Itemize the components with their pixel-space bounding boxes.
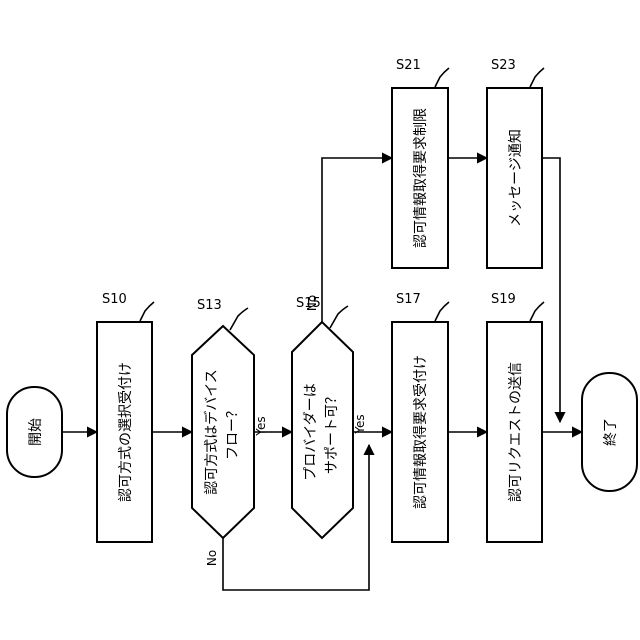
end-label: 終了 <box>603 418 619 446</box>
s23-step-label: S23 <box>491 58 516 73</box>
node-s21: 認可情報取得要求制限 S21 <box>392 58 449 268</box>
s17-leader <box>435 302 449 321</box>
node-s17: 認可情報取得要求受付け S17 <box>392 292 449 542</box>
s15-label-line1: プロバイダーは <box>303 383 319 480</box>
edge-s23-end <box>542 158 560 422</box>
s10-leader <box>140 302 154 321</box>
node-s19: 認可リクエストの送信 S19 <box>487 292 544 542</box>
s15-leader <box>330 306 348 328</box>
s10-step-label: S10 <box>102 292 127 307</box>
branch-label-s13-yes: Yes <box>254 416 268 436</box>
node-start: 開始 <box>7 387 62 477</box>
s13-label-line1: 認可方式はデバイス <box>203 369 220 495</box>
node-s23: メッセージ通知 S23 <box>487 58 544 268</box>
s15-decision-shape <box>292 322 353 538</box>
node-s13: 認可方式はデバイス フロー？ S13 <box>192 298 254 538</box>
s13-leader <box>230 308 248 330</box>
branch-label-s13-no: No <box>205 550 219 566</box>
s21-label: 認可情報取得要求制限 <box>412 108 429 248</box>
edge-s15-no <box>322 158 392 322</box>
s13-label-line2: フロー？ <box>225 404 241 460</box>
s13-decision-shape <box>192 326 254 538</box>
s15-label-line2: サポート可？ <box>324 390 340 474</box>
s21-leader <box>435 68 449 87</box>
s17-step-label: S17 <box>396 292 421 307</box>
s23-leader <box>530 68 544 87</box>
s17-label: 認可情報取得要求受付け <box>412 355 429 509</box>
s15-step-label: S15 <box>296 296 321 311</box>
node-s15: プロバイダーは サポート可？ S15 <box>292 296 353 538</box>
branch-label-s15-yes: Yes <box>353 414 367 434</box>
s19-step-label: S19 <box>491 292 516 307</box>
node-s10: 認可方式の選択受付け S10 <box>97 292 154 542</box>
s13-step-label: S13 <box>197 298 222 313</box>
s23-label: メッセージ通知 <box>507 129 524 227</box>
s19-leader <box>530 302 544 321</box>
node-end: 終了 <box>582 373 637 491</box>
start-label: 開始 <box>28 418 44 446</box>
s19-label: 認可リクエストの送信 <box>508 362 524 502</box>
s21-step-label: S21 <box>396 58 421 73</box>
s10-label: 認可方式の選択受付け <box>118 362 134 502</box>
